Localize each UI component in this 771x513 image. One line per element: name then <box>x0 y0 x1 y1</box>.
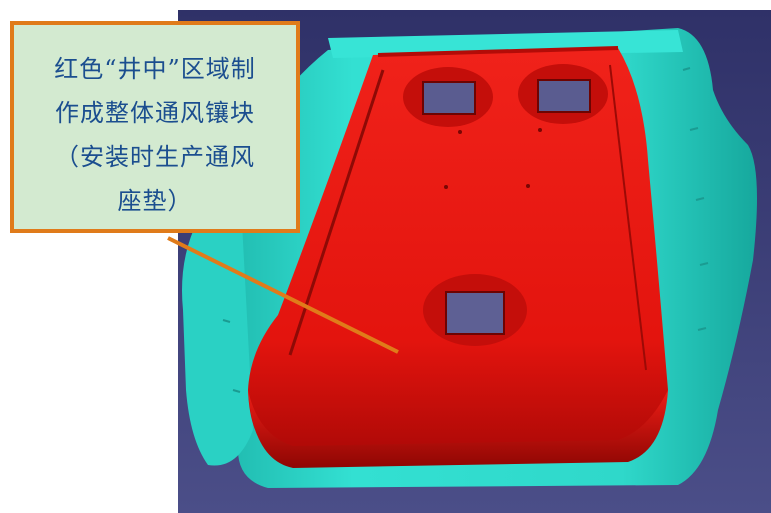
insert-right-groove <box>609 64 647 371</box>
vent-opening-2 <box>537 79 591 113</box>
locating-hole <box>458 130 462 134</box>
insert-top-rim <box>377 46 619 57</box>
locating-hole <box>444 185 448 189</box>
vent-opening-3 <box>445 291 505 335</box>
locating-hole <box>526 184 530 188</box>
red-insert <box>248 48 668 465</box>
foam-tick-marks <box>222 67 709 393</box>
locating-hole <box>538 128 542 132</box>
annotation-callout: 红色“井中”区域制 作成整体通风镶块 （安装时生产通风 座垫） <box>10 21 300 233</box>
vent-opening-1 <box>422 81 476 115</box>
annotation-text: 红色“井中”区域制 作成整体通风镶块 （安装时生产通风 座垫） <box>54 55 256 215</box>
red-insert-front-edge <box>248 390 668 468</box>
